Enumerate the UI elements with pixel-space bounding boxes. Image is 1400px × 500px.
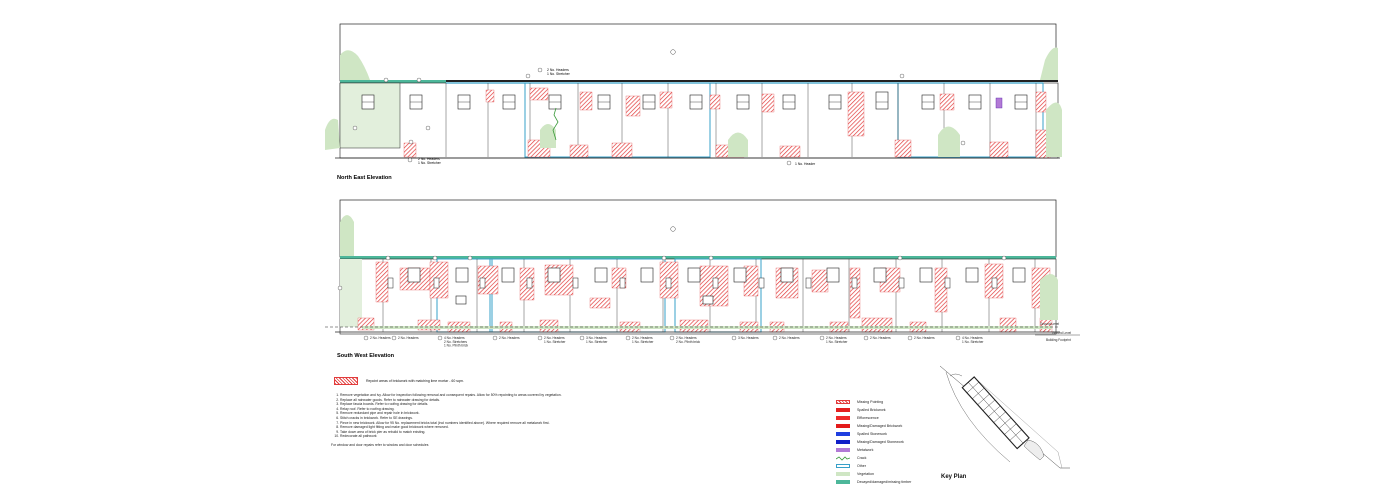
notes-footer: For window and door repairs refer to win… bbox=[331, 442, 429, 447]
ne-fascia-timber bbox=[340, 80, 446, 84]
sw-label: 2 No. Headers bbox=[870, 336, 891, 340]
legend-swatch bbox=[836, 471, 850, 477]
legend-item: Other bbox=[836, 462, 946, 470]
sw-label: 4 No. Headers 2 No. Stretchers 1 No. Pli… bbox=[444, 336, 468, 348]
ne-callout-3: 1 No. Header bbox=[795, 162, 816, 166]
ne-callout-2: 2 No. Headers 1 No. Stretcher bbox=[418, 157, 442, 165]
sw-label: 2 No. Headers 2 No. Plinth brick bbox=[676, 336, 700, 344]
note-item: Take down area of brick pier as rebuild … bbox=[340, 430, 631, 435]
legend-label: Spalled Brickwork bbox=[857, 408, 886, 412]
note-item: Piece in new brickwork. Allow for 95 No.… bbox=[340, 421, 631, 426]
legend-swatch bbox=[836, 423, 850, 429]
sw-elevation-title: South West Elevation bbox=[337, 353, 395, 359]
ne-annex bbox=[339, 82, 401, 149]
note-item: Replace all rainwater goods. Refer to ra… bbox=[340, 398, 631, 403]
note-item: Redecorate all pathwork bbox=[340, 434, 631, 439]
legend-label: Spalled Stonework bbox=[857, 432, 887, 436]
note-item: Relay roof. Refer to roofing drawing. bbox=[340, 407, 631, 412]
legend-item: Vegetation bbox=[836, 470, 946, 478]
legend-swatch bbox=[836, 463, 850, 469]
legend-item: Missing Pointing bbox=[836, 398, 946, 406]
legend-label: Other bbox=[857, 464, 866, 468]
legend-swatch bbox=[835, 456, 851, 461]
sw-label: 2 No. Headers bbox=[499, 336, 520, 340]
ne-callout-1: 2 No. Headers 1 No. Stretcher bbox=[547, 68, 571, 76]
legend-item: Efflorescence bbox=[836, 414, 946, 422]
sw-label: 3 No. Headers bbox=[738, 336, 759, 340]
ne-vegetation-left bbox=[325, 118, 340, 150]
legend-item: Decayed/damaged/missing timber bbox=[836, 478, 946, 486]
legend-label: Missing/Damaged Brickwork bbox=[857, 424, 903, 428]
legend-swatch bbox=[836, 415, 850, 421]
sw-label: 2 No. Headers bbox=[914, 336, 935, 340]
legend-swatch bbox=[836, 407, 850, 413]
legend-swatch bbox=[836, 439, 850, 445]
note-item: Replace fascia boards. Refer to roofing … bbox=[340, 402, 631, 407]
legend-item: Metalwork bbox=[836, 446, 946, 454]
note-item: Remove redundant pipe and repair hole in… bbox=[340, 411, 631, 416]
legend-label: Missing Pointing bbox=[857, 400, 884, 404]
ne-roof-callout bbox=[670, 49, 676, 55]
sw-label: 2 No. Headers bbox=[370, 336, 391, 340]
legend-item: Crack bbox=[835, 454, 946, 462]
legend-swatch bbox=[836, 431, 850, 437]
sw-callout-labels: 2 No. Headers 2 No. Headers 4 No. Header… bbox=[370, 322, 1071, 348]
note-item: Remove damaged light fitting and make go… bbox=[340, 425, 631, 430]
legend-swatch bbox=[836, 447, 850, 453]
key-plan-title: Key Plan bbox=[941, 474, 967, 480]
legend-item: Spalled Stonework bbox=[836, 430, 946, 438]
notes: Remove vegetation and ivy. Allow for ins… bbox=[331, 393, 631, 448]
repoint-swatch bbox=[334, 377, 358, 385]
ground-level-label: Ground Level bbox=[1040, 322, 1059, 326]
sw-label: 2 No. Headers 1 No. Stretcher bbox=[632, 336, 654, 344]
sw-label: 2 No. Headers 1 No. Stretcher bbox=[826, 336, 848, 344]
sw-label: 4 No. Headers 1 No. Stretcher bbox=[962, 336, 984, 344]
sw-label: 2 No. Headers 1 No. Stretcher bbox=[544, 336, 566, 344]
legend-label: Missing/Damaged Stonework bbox=[857, 440, 904, 444]
legend-label: Vegetation bbox=[857, 472, 874, 476]
ne-elevation-title: North East Elevation bbox=[337, 175, 392, 181]
north-east-elevation bbox=[325, 23, 1062, 166]
ne-fascia bbox=[446, 80, 1058, 82]
ne-vegetation-roof-left bbox=[340, 50, 370, 80]
ne-roof bbox=[339, 23, 1057, 82]
south-west-elevation bbox=[325, 199, 1080, 341]
note-item: Remove vegetation and ivy. Allow for ins… bbox=[340, 393, 631, 398]
legend-label: Decayed/damaged/missing timber bbox=[857, 480, 912, 484]
ne-vegetation-roof-right bbox=[1040, 47, 1058, 80]
repoint-note: Repoint areas of brickwork with matching… bbox=[334, 377, 464, 385]
sw-label: 2 No. Headers bbox=[779, 336, 800, 340]
legend-swatch bbox=[836, 399, 850, 405]
sw-label: 2 No. Headers bbox=[398, 336, 419, 340]
repoint-label: Repoint areas of brickwork with matching… bbox=[366, 379, 464, 383]
key-plan bbox=[939, 365, 1070, 469]
legend-item: Missing/Damaged Brickwork bbox=[836, 422, 946, 430]
sw-label: 3 No. Headers 1 No. Stretcher bbox=[586, 336, 608, 344]
legend-item: Missing/Damaged Stonework bbox=[836, 438, 946, 446]
note-item: Stitch cracks in brickwork. Refer to SE … bbox=[340, 416, 631, 421]
legend-swatch bbox=[836, 479, 850, 485]
legend-label: Metalwork bbox=[857, 448, 874, 452]
legend: Missing Pointing Spalled Brickwork Efflo… bbox=[835, 398, 946, 486]
legend-item: Spalled Brickwork bbox=[836, 406, 946, 414]
legend-label: Crack bbox=[857, 456, 867, 460]
building-footprint-label: Building Footprint bbox=[1046, 338, 1071, 342]
sw-fascia-timber bbox=[340, 256, 1056, 260]
ground-level-label-2: Ground Level bbox=[1052, 331, 1071, 335]
legend-label: Efflorescence bbox=[857, 416, 879, 420]
